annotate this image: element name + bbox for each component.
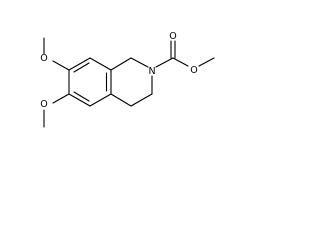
bond-c7-o-top bbox=[52, 60, 70, 71]
atom-label-ester-oxygen: O bbox=[190, 65, 197, 76]
structure-diagram: O O N O O bbox=[40, 31, 215, 128]
atom-label-ether-oxygen-bottom: O bbox=[40, 99, 47, 110]
bond-c1-n2 bbox=[130, 57, 149, 68]
double-bond-c8-c7-inner bbox=[73, 62, 90, 73]
benzene-ring bbox=[68, 57, 112, 107]
atom-label-ether-oxygen-top: O bbox=[40, 53, 47, 64]
carbamate-group bbox=[155, 40, 215, 68]
bond-c8a-c1 bbox=[110, 57, 132, 71]
bond-ester-o-methyl bbox=[198, 57, 215, 67]
bond-c8a-c8 bbox=[89, 57, 112, 71]
bond-c3-c4 bbox=[130, 93, 153, 107]
atom-label-carbonyl-oxygen: O bbox=[169, 31, 176, 42]
atom-label-ring-nitrogen: N bbox=[148, 66, 155, 77]
methoxy-groups bbox=[43, 37, 70, 128]
tetrahydropyridine-ring bbox=[110, 57, 153, 107]
bond-c8-c7 bbox=[68, 57, 91, 71]
atom-labels: O O N O O bbox=[40, 31, 197, 110]
bond-c6-o-bottom bbox=[52, 93, 70, 104]
bond-c5-c4a bbox=[89, 93, 112, 107]
bond-n2-carbonyl-c bbox=[155, 57, 174, 68]
double-bond-c6-c5-inner bbox=[73, 91, 90, 102]
bond-c4-c4a bbox=[110, 93, 132, 107]
bond-carbonyl-c-ester-o bbox=[172, 57, 189, 67]
bond-c6-c5 bbox=[68, 93, 91, 107]
